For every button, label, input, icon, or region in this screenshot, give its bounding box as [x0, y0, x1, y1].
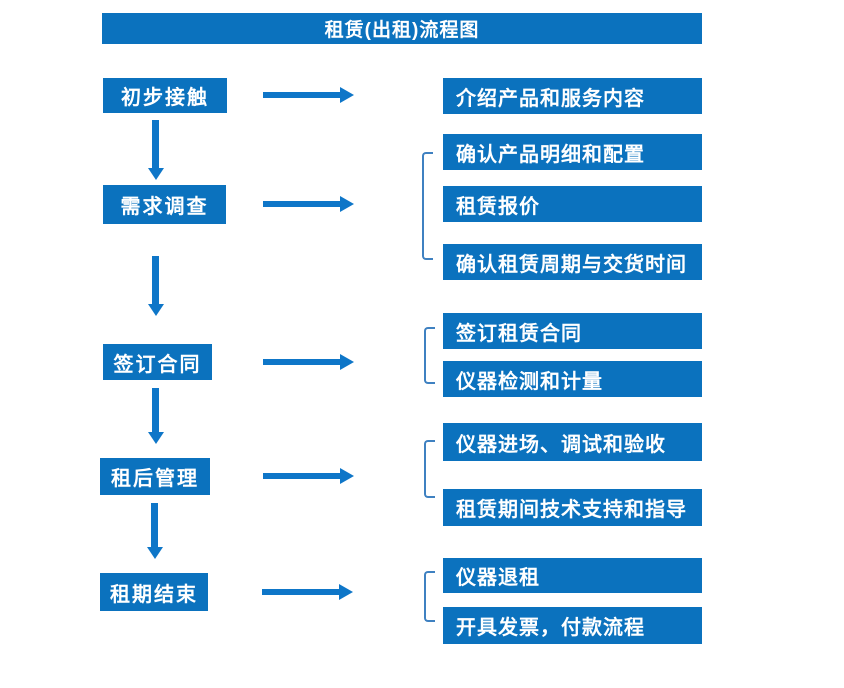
detail-box-instrument-entry: 仪器进场、调试和验收 [443, 423, 702, 461]
detail-box-technical-support: 租赁期间技术支持和指导 [443, 489, 702, 526]
step-box-sign-contract: 签订合同 [103, 344, 212, 380]
detail-box-sign-rental-contract: 签订租赁合同 [443, 313, 702, 349]
step-box-initial-contact: 初步接触 [103, 78, 227, 113]
detail-box-invoice-payment: 开具发票，付款流程 [443, 607, 702, 644]
down-arrow-4 [151, 503, 158, 547]
down-arrow-2 [152, 256, 159, 304]
detail-box-introduce-products: 介绍产品和服务内容 [443, 78, 702, 114]
bracket-rental-end-details [424, 571, 435, 622]
detail-box-instrument-testing: 仪器检测和计量 [443, 361, 702, 397]
bracket-post-rental-details [424, 440, 435, 498]
step-box-rental-end: 租期结束 [100, 573, 208, 611]
right-arrow-sign-contract [263, 359, 340, 365]
flowchart-title: 租赁(出租)流程图 [102, 13, 702, 44]
detail-box-rental-quote: 租赁报价 [443, 186, 702, 222]
right-arrow-demand-survey [263, 201, 340, 207]
step-box-demand-survey: 需求调查 [103, 185, 226, 224]
right-arrow-rental-end [262, 589, 339, 595]
detail-box-instrument-return: 仪器退租 [443, 558, 702, 593]
detail-box-confirm-product-details: 确认产品明细和配置 [443, 134, 702, 170]
detail-box-confirm-rental-period: 确认租赁周期与交货时间 [443, 244, 702, 280]
right-arrow-initial-contact [263, 92, 340, 98]
bracket-demand-survey-details [422, 152, 433, 260]
right-arrow-post-rental [263, 473, 340, 479]
down-arrow-3 [152, 388, 159, 432]
down-arrow-1 [152, 120, 159, 168]
bracket-sign-contract-details [424, 327, 435, 384]
step-box-post-rental-management: 租后管理 [100, 458, 210, 495]
